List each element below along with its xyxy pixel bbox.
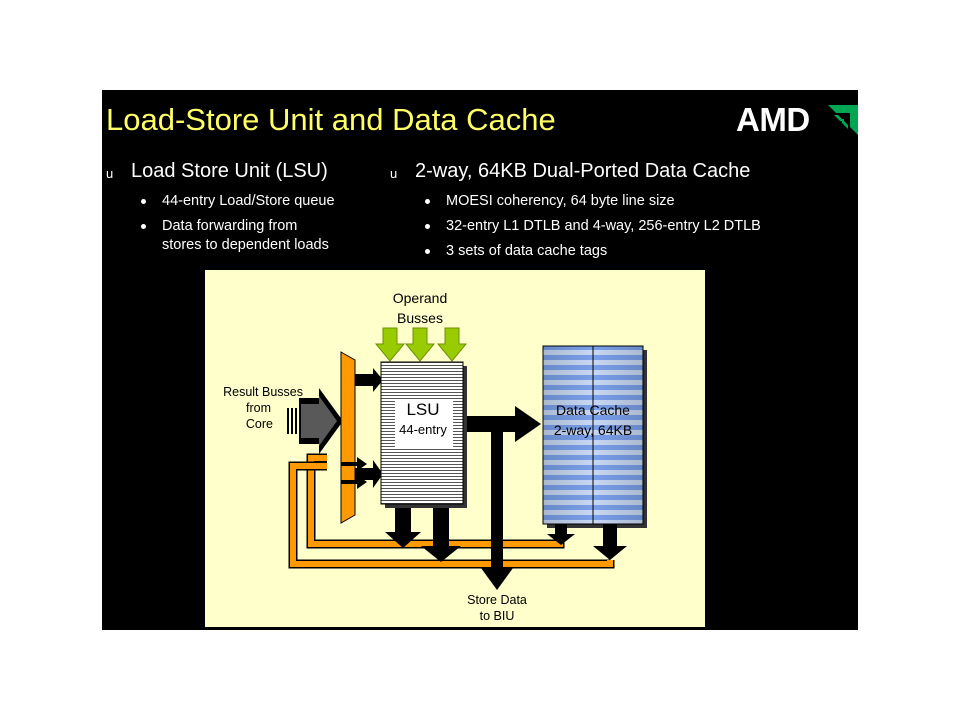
operand-busses-line-2: Busses: [397, 310, 443, 326]
cache-heading: 2-way, 64KB Dual-Ported Data Cache: [415, 160, 751, 182]
operand-busses-line-1: Operand: [392, 290, 448, 306]
amd-logo: AMD: [736, 102, 858, 138]
store-data-line-1: Store Data: [467, 593, 527, 607]
bullet-dot: [141, 199, 146, 204]
lsu-title: LSU: [406, 400, 440, 419]
lsu-diagram: Operand Busses Result Busses from Core L…: [205, 270, 705, 627]
cache-item-dtlb: 32-entry L1 DTLB and 4-way, 256-entry L2…: [446, 218, 761, 234]
lsu-item-queue: 44-entry Load/Store queue: [162, 193, 335, 209]
cache-config: 2-way, 64KB: [553, 422, 633, 438]
bullet-dot: [141, 224, 146, 229]
cache-label: Data Cache 2-way, 64KB: [541, 400, 645, 440]
store-data-line-2: to BIU: [479, 609, 515, 623]
bullet-dot: [425, 249, 430, 254]
lsu-item-forwarding-2: stores to dependent loads: [162, 237, 329, 253]
lsu-label: LSU 44-entry: [385, 400, 461, 440]
result-busses-line-1: Result Busses: [223, 385, 303, 399]
amd-arrow-icon: [828, 105, 858, 135]
bullet-marker: u: [106, 166, 114, 181]
bullet-dot: [425, 224, 430, 229]
result-busses-label: Result Busses from Core: [207, 384, 303, 432]
result-busses-line-3: Core: [245, 417, 273, 431]
operand-busses-label: Operand Busses: [377, 288, 463, 328]
cache-item-tags: 3 sets of data cache tags: [446, 243, 608, 259]
store-data-label: Store Data to BIU: [457, 592, 537, 624]
slide: Load-Store Unit and Data Cache AMD u Loa…: [102, 90, 858, 630]
bullet-marker: u: [390, 166, 398, 181]
diagram-canvas: [287, 327, 647, 590]
lsu-item-forwarding-1: Data forwarding from: [162, 218, 298, 234]
amd-logo-text: AMD: [736, 101, 810, 138]
lsu-heading: Load Store Unit (LSU): [131, 160, 328, 182]
result-busses-arrow: [287, 388, 343, 454]
result-busses-line-2: from: [246, 401, 271, 415]
mux-to-lsu-arrows: [341, 368, 383, 489]
slide-title: Load-Store Unit and Data Cache: [106, 102, 556, 137]
lsu-entries: 44-entry: [399, 422, 447, 437]
cache-output-arrows: [547, 524, 627, 560]
lsu-output-arrows: [385, 508, 461, 562]
operand-busses-arrows: [374, 327, 468, 362]
lsu-label-bg: [395, 400, 453, 448]
input-mux: [340, 351, 356, 524]
bullet-dot: [425, 199, 430, 204]
cache-item-moesi: MOESI coherency, 64 byte line size: [446, 193, 675, 209]
store-data-arrow: [481, 432, 513, 590]
lsu-to-cache-arrow: [467, 406, 541, 442]
cache-title: Data Cache: [556, 402, 630, 418]
